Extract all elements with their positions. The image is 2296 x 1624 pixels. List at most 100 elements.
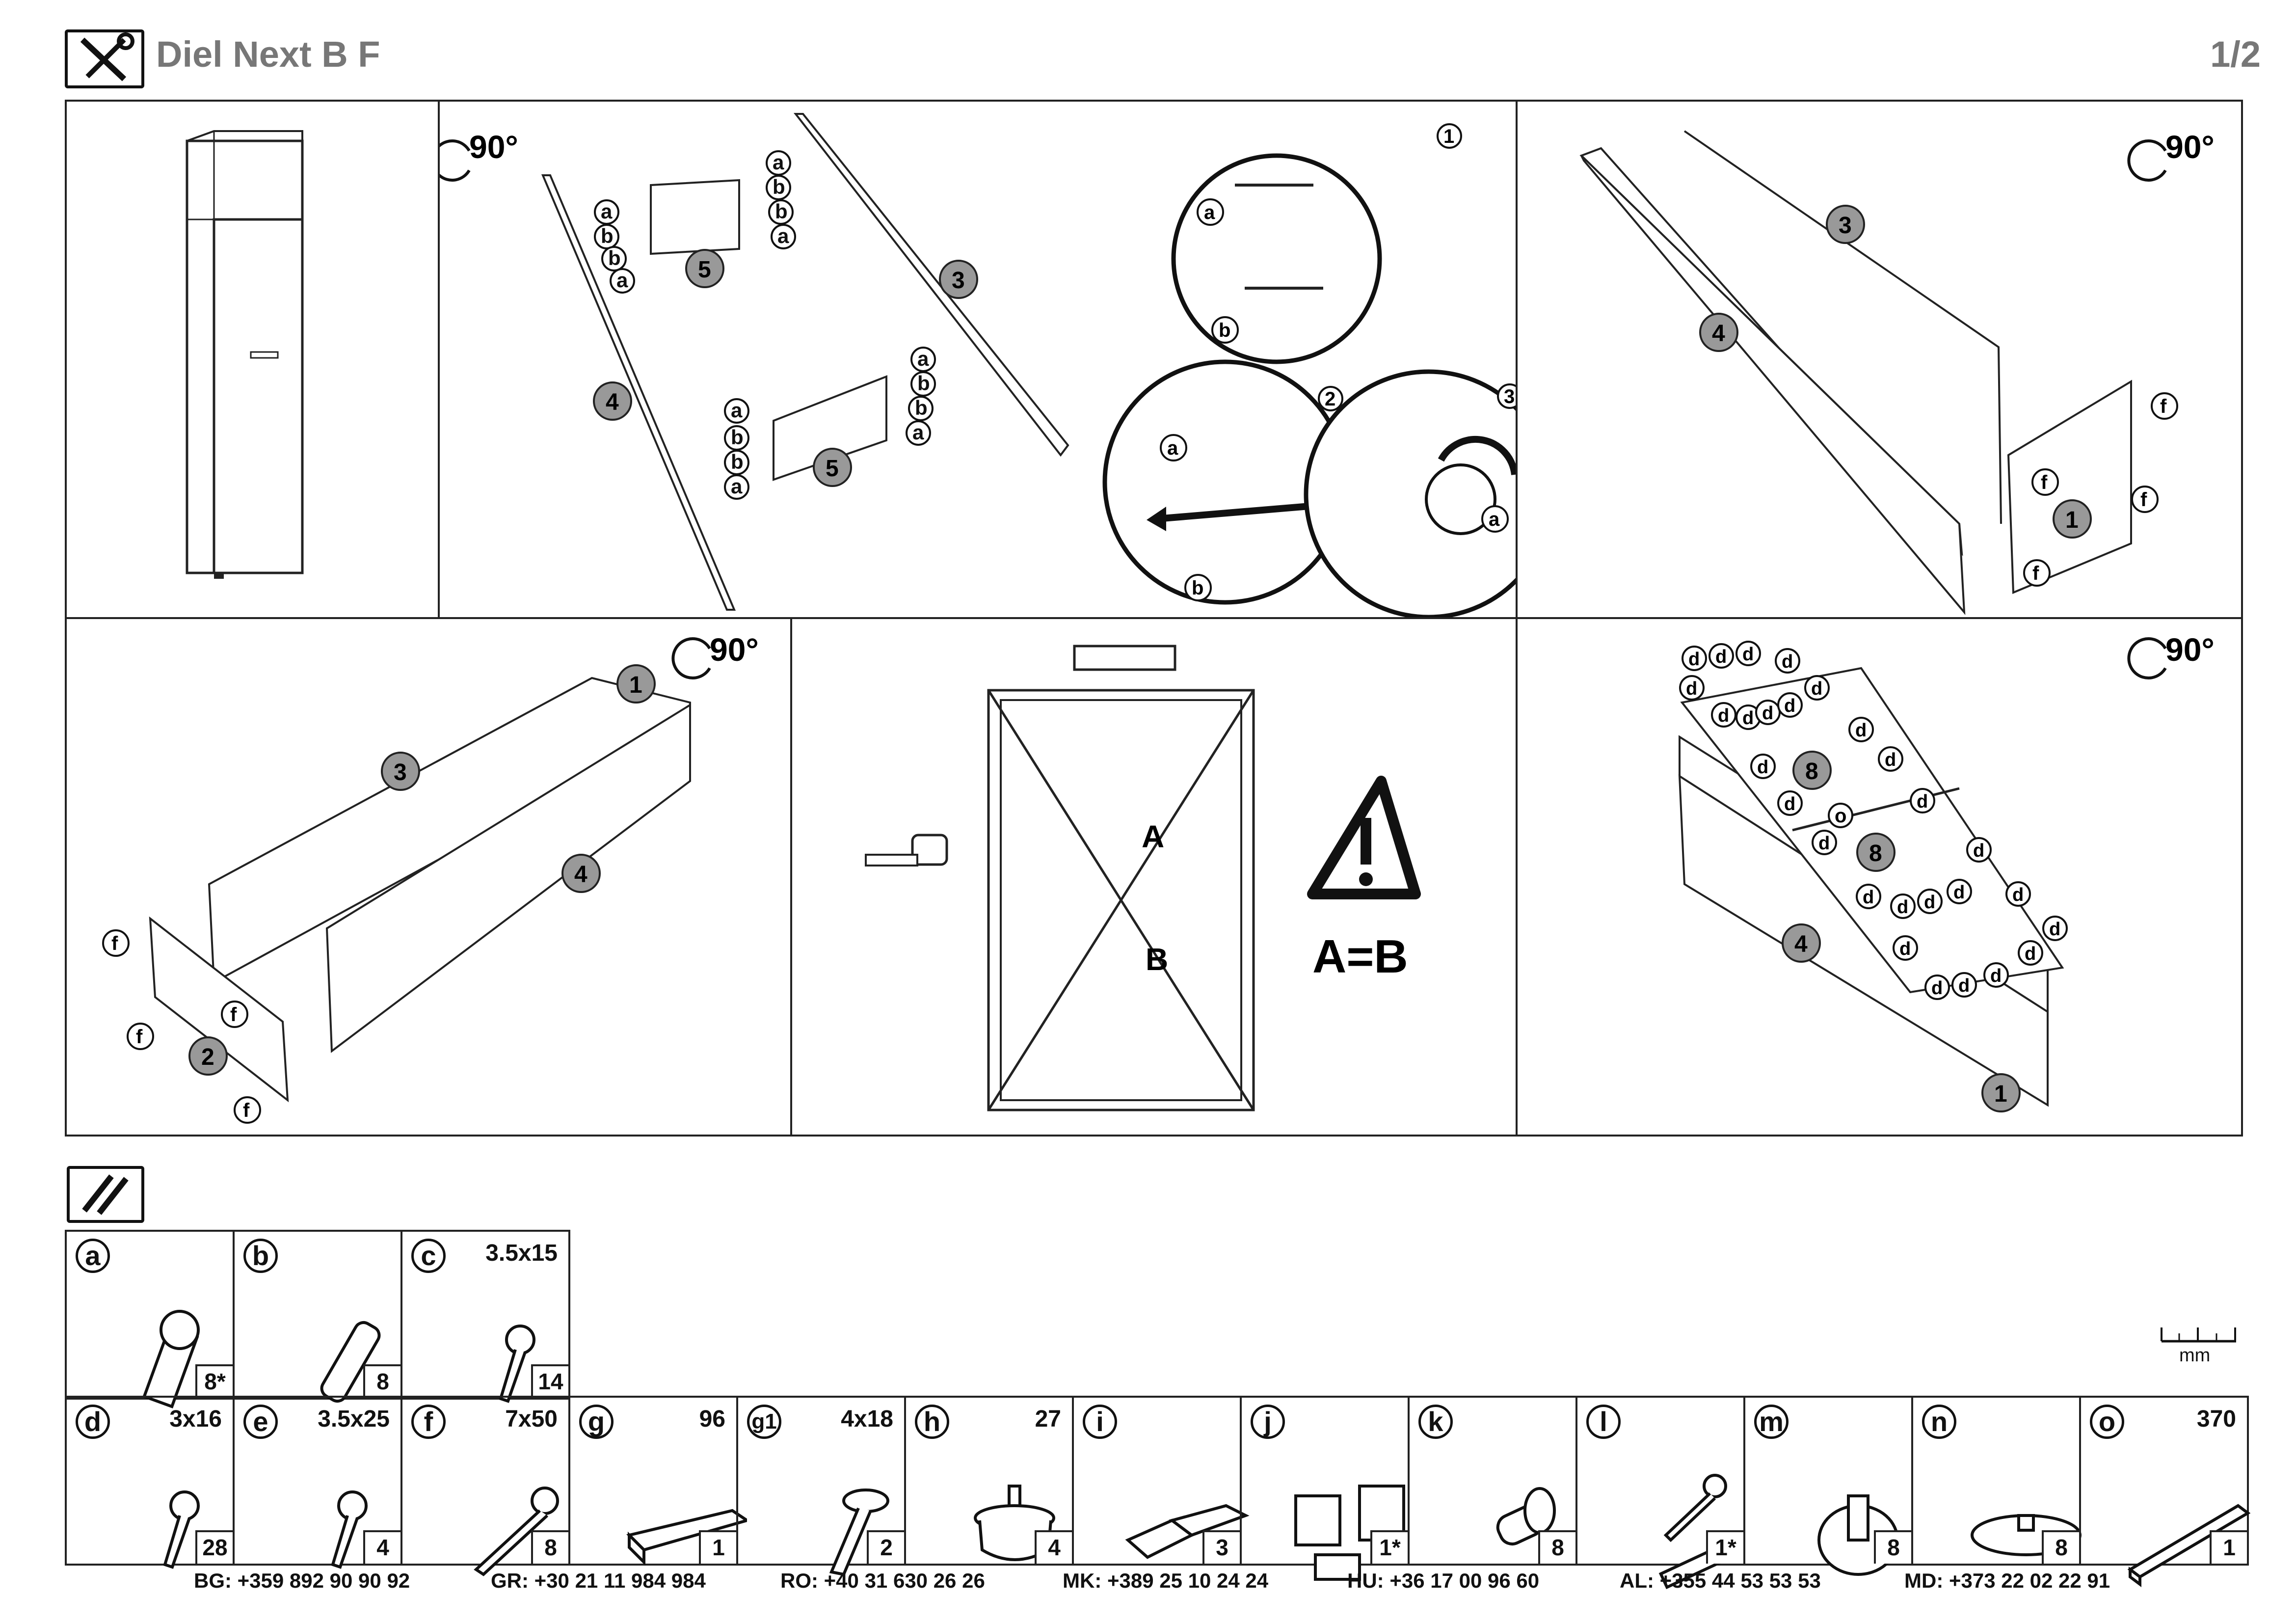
step4-illustration: 90° 1 3 4 2 f f f f: [102, 631, 759, 1124]
svg-text:b: b: [731, 450, 744, 473]
phone-number: +373 22 02 22 91: [1949, 1569, 2110, 1592]
svg-text:90°: 90°: [710, 631, 759, 668]
svg-text:f: f: [2160, 396, 2167, 417]
hardware-size: 370: [2196, 1406, 2236, 1432]
svg-text:a: a: [917, 347, 929, 370]
svg-text:2: 2: [201, 1044, 214, 1070]
phone-ro: RO: +40 31 630 26 26: [780, 1569, 985, 1593]
svg-text:f: f: [2140, 489, 2147, 511]
svg-text:b: b: [917, 372, 930, 395]
hardware-quantity: 1*: [1370, 1530, 1408, 1564]
svg-text:d: d: [1688, 649, 1700, 670]
phone-gr: GR: +30 21 11 984 984: [491, 1569, 706, 1593]
svg-text:d: d: [1958, 975, 1970, 996]
phone-hu: HU: +36 17 00 96 60: [1347, 1569, 1539, 1593]
hardware-size: 7x50: [505, 1406, 558, 1432]
step5-illustration: A B A=B: [865, 645, 1421, 1111]
rotate-label: 90°: [469, 129, 518, 165]
hardware-item-d: d 3x16 28: [65, 1396, 235, 1569]
hardware-quantity: 28: [195, 1530, 233, 1564]
equality-label: A=B: [1312, 930, 1408, 983]
step-panel-square: A B A=B: [790, 617, 1518, 1137]
hardware-letter: k: [1418, 1405, 1453, 1439]
tape-measure-icon: [865, 834, 948, 866]
svg-text:f: f: [2032, 563, 2039, 584]
svg-text:b: b: [731, 426, 744, 449]
hardware-letter: j: [1251, 1405, 1285, 1439]
svg-text:b: b: [608, 246, 621, 270]
phone-country-code: MD:: [1904, 1569, 1949, 1592]
svg-text:d: d: [2012, 885, 2024, 905]
hardware-quantity: 8: [363, 1364, 400, 1398]
svg-text:d: d: [1784, 794, 1795, 814]
hardware-letter: n: [1922, 1405, 1956, 1439]
svg-text:a: a: [616, 269, 628, 292]
svg-text:a: a: [1167, 437, 1178, 459]
svg-text:d: d: [1924, 892, 1935, 913]
substep-3: 3: [1504, 386, 1515, 407]
svg-text:1: 1: [1994, 1081, 2007, 1107]
svg-text:a: a: [773, 151, 784, 174]
phone-country-code: GR:: [491, 1569, 534, 1592]
svg-text:a: a: [731, 399, 743, 422]
svg-text:d: d: [1973, 840, 1984, 861]
part-4: 4: [606, 389, 619, 415]
svg-text:a: a: [912, 421, 924, 444]
hardware-item-j: j 1*: [1240, 1396, 1410, 1581]
hardware-letter: d: [76, 1405, 110, 1439]
svg-text:b: b: [601, 224, 614, 247]
svg-text:d: d: [1757, 757, 1768, 778]
svg-text:3: 3: [394, 759, 407, 785]
hardware-quantity: 4: [363, 1530, 400, 1564]
hardware-size: 3x16: [169, 1406, 222, 1432]
step2-illustration: 90° 4 3 5 5 a b b a a b b a a b b a: [431, 113, 1554, 620]
tools-icon: [65, 29, 144, 88]
phone-number: +40 31 630 26 26: [824, 1569, 985, 1592]
phone-mk: MK: +389 25 10 24 24: [1063, 1569, 1268, 1593]
page-title: Diel Next B F: [156, 34, 380, 75]
hardware-letter: c: [411, 1239, 446, 1273]
svg-text:d: d: [1686, 678, 1697, 699]
hardware-quantity: 8*: [195, 1364, 233, 1398]
hardware-size: 96: [699, 1406, 725, 1432]
ruler-icon: [2160, 1326, 2238, 1345]
hardware-letter: h: [915, 1405, 949, 1439]
phone-country-code: RO:: [780, 1569, 824, 1592]
hardware-quantity: 4: [1035, 1530, 1072, 1564]
part-3: 3: [952, 268, 965, 294]
svg-text:f: f: [243, 1100, 250, 1121]
svg-text:d: d: [1811, 678, 1822, 699]
step-panel-back: 90° 8 8 4 1 o d d d d d d d d d d d d d …: [1516, 617, 2243, 1137]
svg-text:b: b: [1192, 577, 1203, 599]
svg-text:d: d: [1818, 833, 1830, 854]
warning-icon: [1307, 776, 1421, 899]
svg-text:d: d: [2049, 919, 2060, 940]
svg-text:1: 1: [2065, 507, 2079, 533]
part-5-lower: 5: [826, 456, 839, 482]
phone-number: +355 44 53 53 53: [1659, 1569, 1821, 1592]
wardrobe-illustration: [186, 130, 304, 579]
phone-number: +359 892 90 90 92: [237, 1569, 410, 1592]
phone-bg: BG: +359 892 90 90 92: [194, 1569, 410, 1593]
svg-text:d: d: [1855, 720, 1867, 741]
svg-text:d: d: [1784, 696, 1795, 716]
hardware-letter: a: [76, 1239, 110, 1273]
hardware-quantity: 8: [1874, 1530, 1911, 1564]
svg-text:a: a: [777, 224, 789, 247]
svg-text:b: b: [1219, 320, 1230, 341]
hardware-letter: e: [243, 1405, 278, 1439]
svg-text:d: d: [1863, 887, 1874, 908]
svg-text:d: d: [1931, 978, 1943, 999]
svg-text:d: d: [1885, 750, 1896, 770]
svg-text:f: f: [136, 1026, 143, 1048]
step-panel-overview: [65, 100, 440, 619]
